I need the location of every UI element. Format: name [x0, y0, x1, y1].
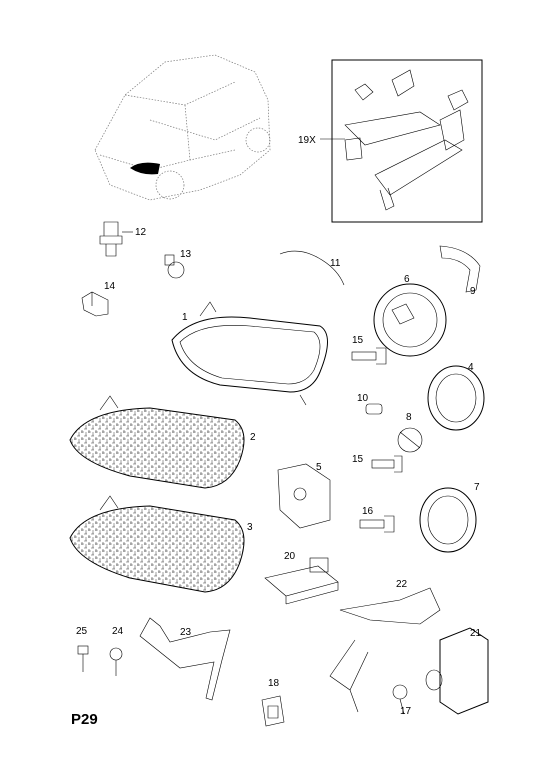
callout-13: 13 — [180, 249, 192, 260]
part-14-clip — [81, 291, 109, 317]
headlamp-highlight — [130, 162, 160, 175]
callout-2: 2 — [250, 432, 256, 443]
callout-4: 4 — [468, 362, 474, 373]
callout-20: 20 — [284, 551, 296, 562]
part-6-cover-cap — [373, 283, 447, 357]
part-15-bulb-lower — [371, 455, 403, 473]
part-13-bulb — [164, 254, 185, 279]
callout-3: 3 — [247, 522, 253, 533]
callout-10: 10 — [357, 393, 369, 404]
part-18-clip — [261, 695, 285, 727]
part-23-bracket — [139, 617, 231, 701]
callout-8: 8 — [406, 412, 412, 423]
callout-5: 5 — [316, 462, 322, 473]
callout-25: 25 — [76, 626, 88, 637]
part-1-headlamp-housing — [171, 301, 328, 406]
part-21-leveling-motor — [425, 627, 489, 715]
part-5-bracket — [277, 463, 331, 529]
callout-15b: 15 — [352, 454, 364, 465]
part-25-bolt — [77, 645, 89, 672]
callout-18: 18 — [268, 678, 280, 689]
part-7-seal-ring — [419, 487, 477, 553]
callout-16: 16 — [362, 506, 374, 517]
part-8-bulb-socket — [397, 427, 423, 453]
part-9-bracket — [439, 245, 481, 293]
part-12-bulb-socket — [99, 221, 133, 257]
part-20-control-unit — [264, 557, 339, 605]
callout-24: 24 — [112, 626, 124, 637]
part-19x-repair-kit — [320, 59, 483, 223]
callout-17: 17 — [400, 706, 412, 717]
callout-11: 11 — [330, 258, 341, 269]
callout-14: 14 — [104, 281, 116, 292]
callout-12: 12 — [135, 227, 147, 238]
callout-19x: 19X — [298, 135, 316, 146]
part-22-leveling-linkage — [329, 587, 441, 713]
part-17-screw — [392, 684, 408, 715]
callout-15a: 15 — [352, 335, 364, 346]
callout-22: 22 — [396, 579, 408, 590]
callout-6: 6 — [404, 274, 410, 285]
page-code: P29 — [71, 711, 98, 728]
part-3-headlamp-unit — [69, 495, 245, 593]
part-10-bulb — [365, 403, 383, 415]
part-11-wire — [279, 250, 345, 286]
part-16-bulb — [359, 515, 395, 533]
part-15-bulb-upper — [351, 347, 387, 365]
part-4-seal-ring — [427, 365, 485, 431]
callout-7: 7 — [474, 482, 480, 493]
callout-9: 9 — [470, 286, 476, 297]
callout-21: 21 — [470, 628, 482, 639]
vehicle-locator — [94, 54, 271, 201]
part-2-headlamp-unit — [69, 395, 245, 489]
callout-23: 23 — [180, 627, 192, 638]
part-24-screw — [109, 647, 123, 676]
callout-1: 1 — [182, 312, 188, 323]
